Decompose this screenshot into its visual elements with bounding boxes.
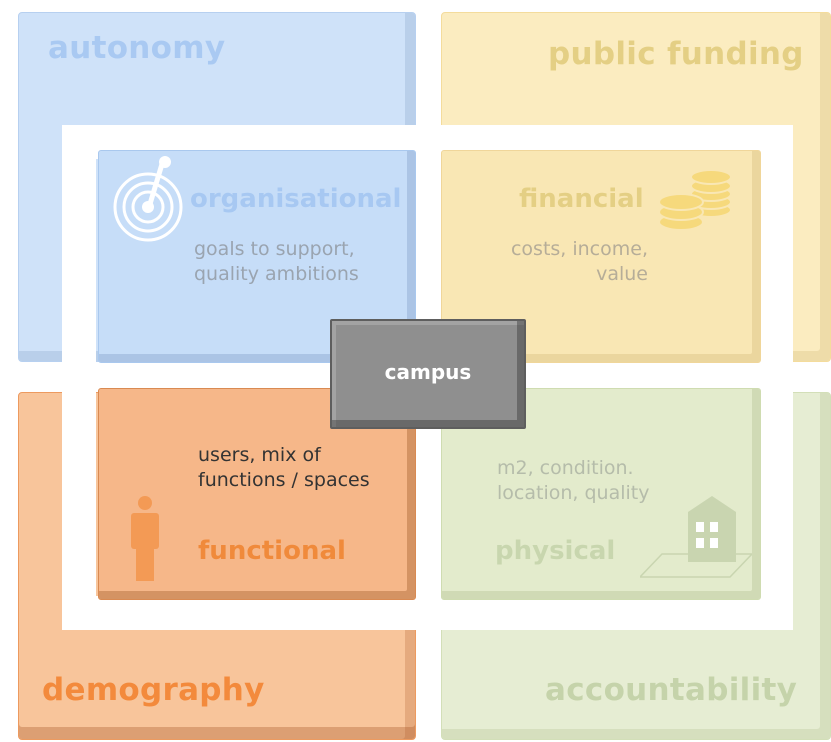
organisational-line-1: goals to support,: [194, 238, 355, 260]
financial-line-1: costs, income,: [510, 238, 648, 260]
target-icon: [113, 156, 183, 242]
organisational-line-2: quality ambitions: [194, 263, 359, 285]
physical-title: physical: [495, 536, 616, 566]
person-icon: [131, 496, 159, 581]
public-funding-label: public funding: [548, 36, 804, 72]
physical-line-2: location, quality: [497, 482, 650, 504]
organisational-description: goals to support, quality ambitions: [194, 237, 359, 287]
physical-line-1: m2, condition.: [497, 457, 634, 479]
campus-label: campus: [384, 360, 472, 384]
accountability-label: accountability: [545, 672, 798, 708]
organisational-title: organisational: [190, 184, 402, 214]
demography-label: demography: [42, 672, 265, 708]
financial-description: costs, income, value: [500, 237, 648, 287]
functional-title: functional: [198, 536, 346, 566]
functional-line-1: users, mix of: [198, 444, 321, 466]
coins-icon: [658, 169, 732, 231]
financial-line-2: value: [596, 263, 648, 285]
functional-line-2: functions / spaces: [198, 469, 370, 491]
building-icon: [640, 496, 752, 578]
functional-description: users, mix of functions / spaces: [198, 443, 370, 493]
financial-title: financial: [519, 184, 644, 214]
physical-description: m2, condition. location, quality: [497, 456, 649, 506]
campus-box: [330, 319, 526, 429]
autonomy-label: autonomy: [48, 30, 226, 66]
